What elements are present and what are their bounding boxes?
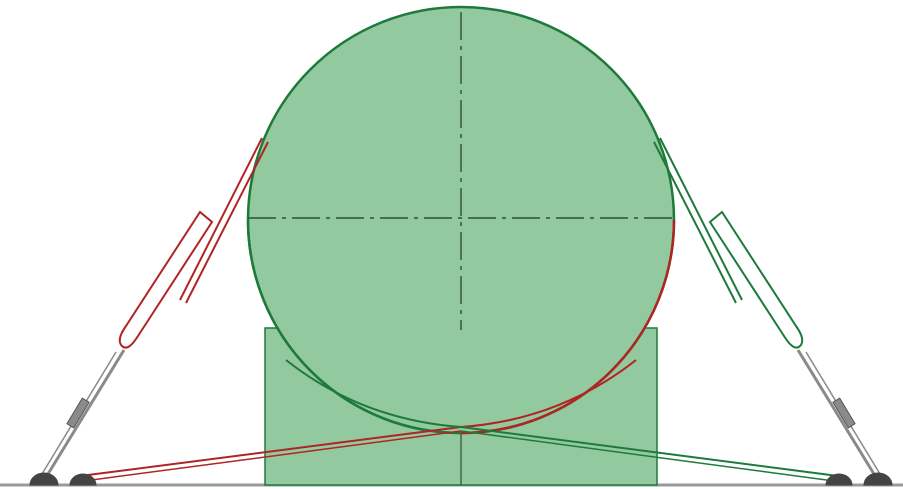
red-wrap-arc [460, 219, 676, 435]
right-lashing [653, 137, 881, 475]
anchor-right-inner [825, 473, 853, 486]
anchor-left-inner [69, 473, 97, 486]
green-crossing-lashing-inner [460, 430, 835, 482]
green-wrap-arc [246, 219, 462, 435]
anchor-right-outer [863, 472, 893, 486]
red-crossing-lashing [79, 359, 637, 477]
anchor-left-outer [29, 472, 59, 486]
left-lashing [41, 137, 269, 475]
red-crossing-lashing-inner [83, 430, 462, 482]
green-crossing-lashing [285, 359, 839, 477]
